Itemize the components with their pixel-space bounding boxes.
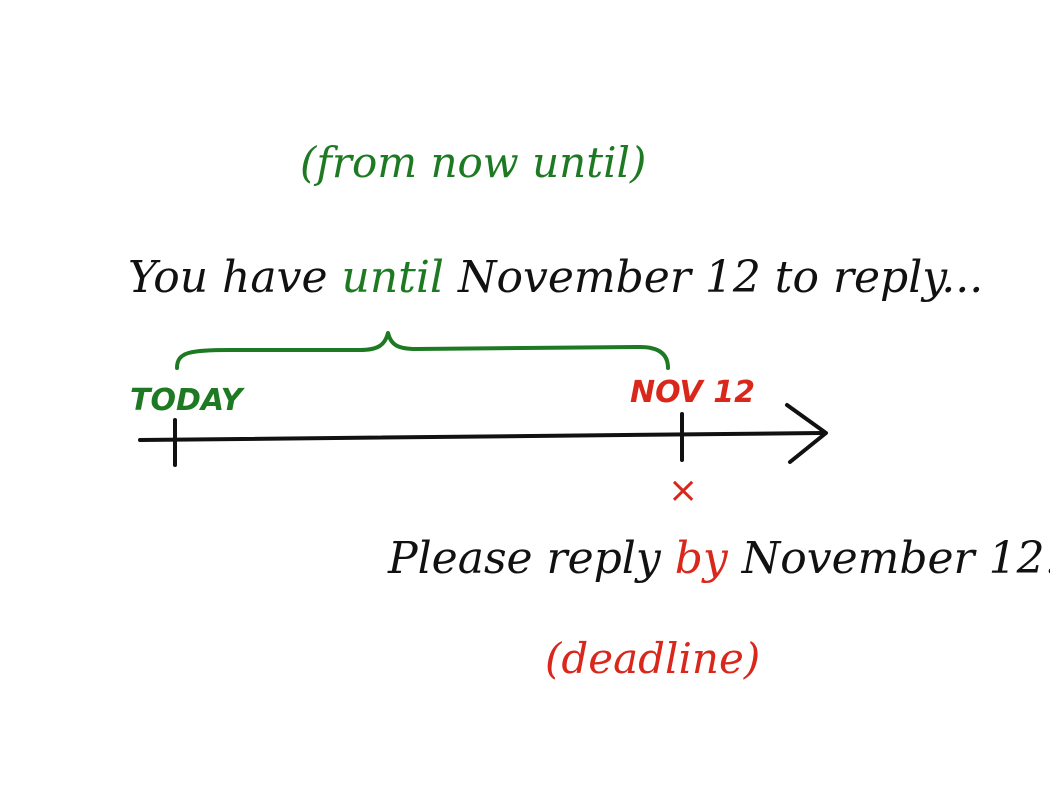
deadline-x-mark: × xyxy=(668,470,699,511)
timeline-axis xyxy=(138,431,824,442)
by-sentence-end: November 12. xyxy=(727,533,1050,584)
by-keyword: by xyxy=(674,533,728,584)
until-sentence-end: November 12 to reply... xyxy=(444,252,984,303)
until-note: (from now until) xyxy=(300,138,647,187)
until-sentence-start: You have xyxy=(128,252,342,303)
by-sentence: Please reply by November 12. xyxy=(388,533,1050,584)
until-keyword: until xyxy=(341,252,445,303)
deadline-note: (deadline) xyxy=(545,634,761,683)
until-brace xyxy=(175,331,670,370)
until-sentence: You have until November 12 to reply... xyxy=(128,252,983,303)
by-sentence-start: Please reply xyxy=(388,533,675,584)
timeline-arrowhead xyxy=(785,403,828,464)
nov12-label: NOV 12 xyxy=(630,375,755,410)
today-label: TODAY xyxy=(130,383,243,418)
